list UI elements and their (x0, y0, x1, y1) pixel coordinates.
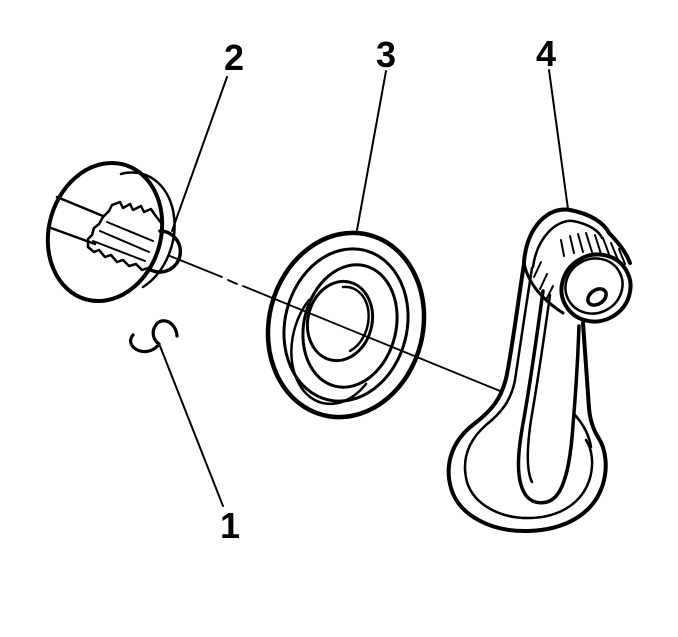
spline-teeth-left (86, 215, 105, 249)
knob-face-outer (559, 252, 633, 324)
knob-band-inner-edge (531, 219, 604, 269)
leader-line-2 (171, 76, 228, 232)
retainer-clip (129, 319, 179, 354)
axis-dash (227, 279, 238, 285)
knob-knurling (533, 232, 626, 301)
axis-segment-2 (242, 285, 501, 392)
callout-label-3: 3 (376, 34, 396, 75)
spline-teeth-top (101, 200, 164, 226)
spline-ridge-2 (99, 230, 150, 253)
washer-face (282, 247, 410, 403)
center-axis-line (169, 255, 501, 392)
hub-fillet-arc (573, 413, 593, 449)
handle-inner-rim (463, 266, 594, 520)
axis-segment-1 (169, 255, 223, 278)
callout-label-4: 4 (536, 33, 556, 74)
window-crank-handle (446, 207, 633, 534)
leader-lines (159, 69, 569, 507)
spline-ridge-1 (106, 221, 154, 242)
handle-slot (516, 289, 581, 505)
callout-label-1: 1 (220, 505, 240, 546)
washer-outer-rim (265, 230, 427, 420)
regulator-shaft (45, 160, 183, 304)
leader-line-3 (356, 70, 387, 231)
washer-hole-depth-arc (341, 285, 370, 353)
knob-lower-silhouette (522, 261, 565, 315)
knob-face-inner (564, 257, 624, 315)
spacer-washer (265, 230, 427, 420)
retainer-clip-outline (129, 319, 179, 354)
knob-center-hole (586, 287, 608, 307)
shaft-body-upper-line (55, 195, 105, 218)
washer-ring-inner-arc (290, 298, 368, 406)
handle-slot-inner-rim (526, 293, 552, 484)
diagram-linework (45, 69, 633, 534)
leader-line-1 (159, 345, 224, 507)
spline-ridge-3 (92, 240, 146, 262)
shaft-tip (149, 229, 183, 274)
handle-outer-contour (446, 262, 608, 534)
callout-labels: 1 2 3 4 (220, 33, 556, 546)
leader-line-4 (548, 69, 569, 210)
knob-back-rim (522, 207, 632, 265)
spline-teeth-bottom (86, 245, 150, 272)
callout-label-2: 2 (224, 37, 244, 78)
shaft-disc-outline (45, 160, 165, 304)
washer-raised-ring (301, 263, 399, 389)
